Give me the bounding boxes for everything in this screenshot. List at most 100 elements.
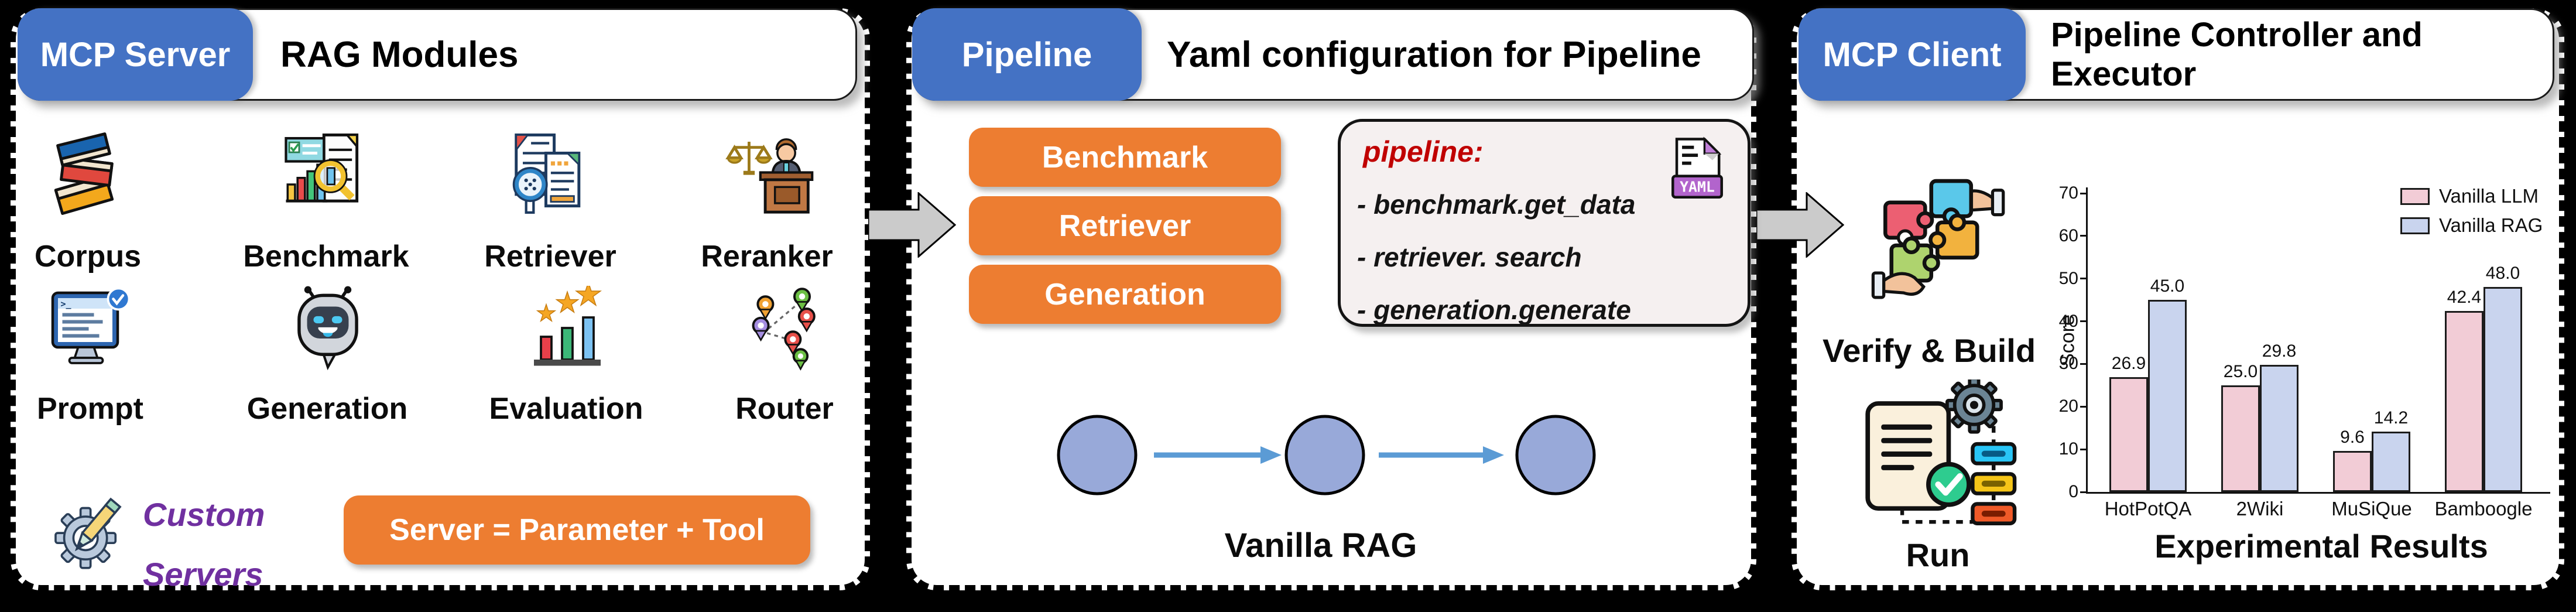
bar-value-label: 9.6 <box>2340 428 2365 447</box>
legend-label: Vanilla RAG <box>2439 214 2543 236</box>
tag-pipeline: Pipeline <box>912 8 1142 101</box>
flow-node <box>1284 415 1365 495</box>
y-tick <box>2080 448 2088 450</box>
module-label: Reranker <box>701 240 833 273</box>
legend-label: Vanilla LLM <box>2439 185 2539 207</box>
yaml-config-box: pipeline: - benchmark.get_data - retriev… <box>1338 119 1751 327</box>
run-label: Run <box>1906 536 1970 573</box>
module-label: Prompt <box>37 392 143 426</box>
module-label: Benchmark <box>243 240 409 273</box>
verify-build-label: Verify & Build <box>1822 332 2036 369</box>
right-arrow-icon <box>868 192 956 258</box>
bar-value-label: 42.4 <box>2447 288 2482 307</box>
bar-vanilla-rag <box>2372 431 2410 492</box>
bar-vanilla-rag <box>2148 300 2187 492</box>
y-axis <box>2086 187 2088 494</box>
svg-text:YAML: YAML <box>1680 179 1715 196</box>
bar-vanilla-llm <box>2221 385 2260 492</box>
bar-value-label: 48.0 <box>2485 264 2520 283</box>
chart-title: Experimental Results <box>2154 528 2488 565</box>
bar-value-label: 25.0 <box>2223 361 2258 381</box>
yaml-line: - generation.generate <box>1357 295 1631 325</box>
module-label: Router <box>735 392 834 426</box>
y-tick <box>2080 235 2088 237</box>
y-tick <box>2080 192 2088 194</box>
module-label: Corpus <box>35 240 141 273</box>
svg-text:★: ★ <box>536 301 557 326</box>
y-tick-label: 70 <box>2058 183 2078 203</box>
title-yaml-config: Yaml configuration for Pipeline <box>1167 34 1701 75</box>
y-tick-label: 0 <box>2068 482 2078 501</box>
yaml-line: - retriever. search <box>1357 242 1582 272</box>
flow-node <box>1515 415 1596 495</box>
y-tick-label: 30 <box>2058 354 2078 374</box>
panel-mcp-server <box>11 8 870 590</box>
books-stack-icon <box>54 132 114 215</box>
legend-swatch <box>2400 187 2430 205</box>
right-arrow-icon <box>1756 192 1844 258</box>
y-tick-label: 60 <box>2058 225 2078 245</box>
module-label: Retriever <box>484 240 616 273</box>
x-category-label: 2Wiki <box>2236 498 2284 519</box>
x-category-label: HotPotQA <box>2104 498 2192 519</box>
prompt-terminal-icon: >_ <box>51 287 131 364</box>
puzzle-hands-icon <box>1871 179 2005 299</box>
x-axis <box>2088 492 2550 494</box>
header-mcp-server: MCP Server RAG Modules <box>18 8 857 101</box>
yaml-file-icon: YAML <box>1671 136 1723 199</box>
flow-node <box>1057 415 1138 495</box>
y-tick <box>2080 491 2088 493</box>
custom-gear-pencil-icon <box>54 497 122 569</box>
header-pipeline: Pipeline Yaml configuration for Pipeline <box>912 8 1754 101</box>
benchmark-chart-magnifier-icon <box>285 133 359 203</box>
run-document-gear-icon <box>1865 379 2017 525</box>
bar-vanilla-rag <box>2260 364 2298 492</box>
x-category-label: MuSiQue <box>2331 498 2412 519</box>
svg-text:★: ★ <box>554 288 580 319</box>
y-tick <box>2080 320 2088 323</box>
vanilla-rag-label: Vanilla RAG <box>1224 526 1417 565</box>
bar-value-label: 14.2 <box>2373 408 2409 428</box>
bar-value-label: 29.8 <box>2262 341 2297 361</box>
server-formula-pill: Server = Parameter + Tool <box>344 495 810 565</box>
tag-mcp-client: MCP Client <box>1799 8 2026 101</box>
chart-legend: Vanilla LLM Vanilla RAG <box>2400 185 2543 237</box>
y-axis-label: Score <box>2056 314 2079 367</box>
bar-vanilla-llm <box>2445 311 2483 492</box>
bar-value-label: 26.9 <box>2111 354 2146 373</box>
bar-value-label: 45.0 <box>2150 276 2185 296</box>
title-rag-modules: RAG Modules <box>280 34 519 75</box>
custom-servers-label-line1: Custom <box>143 496 265 533</box>
y-tick <box>2080 278 2088 280</box>
bar-vanilla-llm <box>2333 451 2372 492</box>
bar-vanilla-rag <box>2483 287 2522 492</box>
x-category-label: Bamboogle <box>2434 498 2533 519</box>
bar-vanilla-llm <box>2109 377 2148 492</box>
title-pipeline-controller: Pipeline Controller and Executor <box>2051 16 2423 93</box>
pipeline-step-generation: Generation <box>969 265 1281 324</box>
pipeline-step-benchmark: Benchmark <box>969 128 1281 187</box>
legend-entry: Vanilla RAG <box>2400 214 2543 237</box>
pipeline-step-retriever: Retriever <box>969 196 1281 255</box>
y-tick <box>2080 363 2088 365</box>
evaluation-bars-stars-icon: ★ ★ ★ <box>534 286 603 366</box>
module-label: Evaluation <box>489 392 643 426</box>
retriever-document-magnifier-icon <box>512 133 581 214</box>
vanilla-rag-flow <box>1057 415 1596 495</box>
legend-entry: Vanilla LLM <box>2400 185 2543 207</box>
y-tick-label: 40 <box>2058 311 2078 331</box>
yaml-pipeline-key: pipeline: <box>1363 135 1484 168</box>
custom-servers-label-line2: Servers <box>143 556 263 593</box>
router-pins-icon <box>752 288 816 371</box>
header-mcp-client: MCP Client Pipeline Controller and Execu… <box>1799 8 2554 101</box>
reranker-judge-icon <box>725 138 814 214</box>
svg-text:>_: >_ <box>61 299 72 309</box>
tag-mcp-server: MCP Server <box>18 8 253 101</box>
yaml-line: - benchmark.get_data <box>1357 189 1636 220</box>
y-tick-label: 10 <box>2058 439 2078 459</box>
y-tick <box>2080 405 2088 408</box>
generation-robot-icon <box>297 286 358 371</box>
svg-text:★: ★ <box>574 286 602 312</box>
